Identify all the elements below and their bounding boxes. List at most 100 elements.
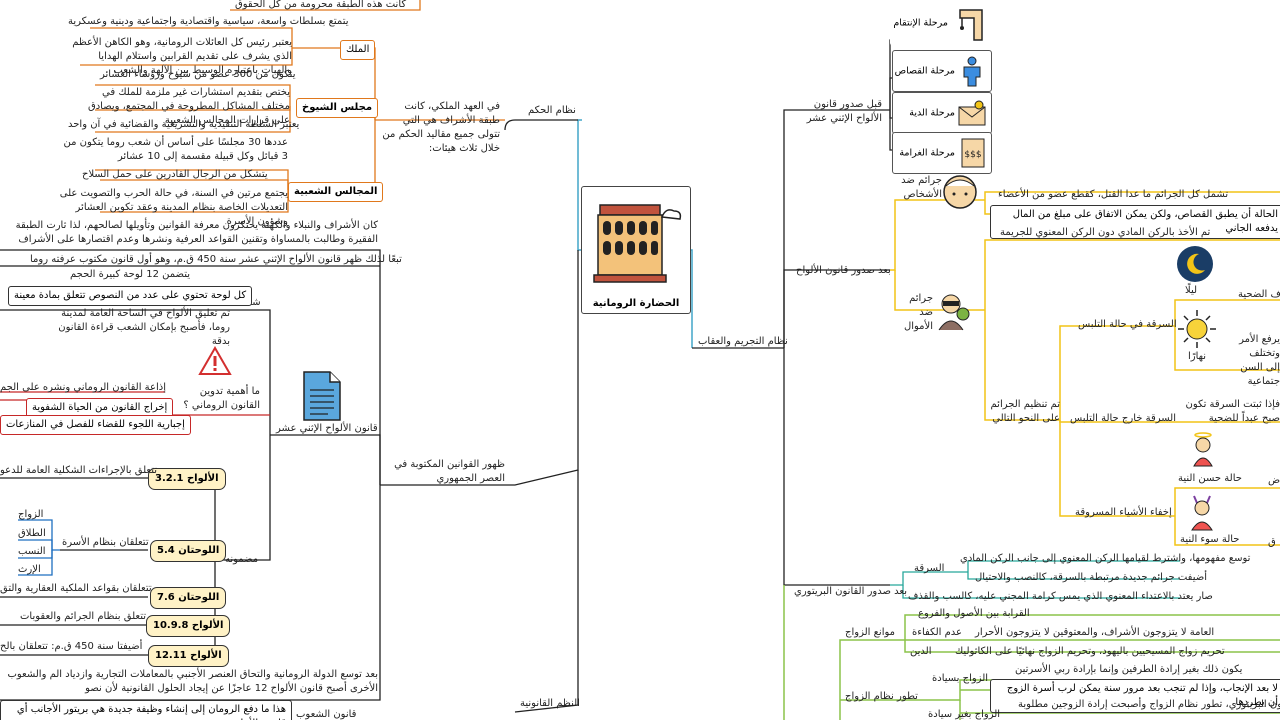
persons-item-1: تشمل كل الجرائم ما عدا القتل، كقطع عضو م… [998,189,1229,200]
persons-item-2: الحالة أن يطبق القصاص، ولكن يمكن الاتفاق… [990,205,1280,239]
king-item-1: يتمتع بسلطات واسعة، سياسية واقتصادية واج… [68,16,349,27]
day-note: يرفع الأمر وتختلف إلى السن جتماعية [1239,334,1280,387]
hidden-node[interactable]: إخفاء الأشياء المسروقة [1075,507,1172,518]
stage-revenge[interactable]: مرحلة الإنتقام [890,0,990,46]
praetor-theft-1: توسع مفهومها، واشترط لقيامها الركن المعن… [960,553,1251,564]
councils-node[interactable]: المجالس الشعبية [288,182,384,202]
bill-icon: $$$ [961,138,985,168]
stage-retribution-label: مرحلة القصاص [894,65,955,77]
family-marriage: الزواج [18,509,44,520]
stage-retribution[interactable]: مرحلة القصاص [892,50,992,92]
branch-crime[interactable]: نظام التجريم والعقاب [698,336,788,347]
senate-item-3: يعتبر السلطة التنفيذية والتشريعية والقضا… [68,119,300,130]
svg-text:$$$: $$$ [964,150,981,160]
content-label[interactable]: مضمونه [225,554,259,565]
marriage-without[interactable]: الزواج بغير سيادة [928,709,1001,720]
money-label[interactable]: جرائم ضد الأموال [903,293,933,332]
stage-revenge-label: مرحلة الإنتقام [893,17,948,29]
importance-item-1: إذاعة القانون الروماني ونشره على الجم [0,382,166,393]
center-title: الحضارة الرومانية [592,298,680,309]
tablet-5-desc: أضيفتا سنة 450 ق.م: تتعلقان بالح [0,641,143,652]
shape-item-3: تم تعليق الألواح في الساحة العامة لمدينة… [58,308,230,347]
nonflagrant-note: فإذا ثبتت السرقة تكون صبح عبداً للضحية [1185,399,1280,424]
stage-fine[interactable]: مرحلة الغرامة $$$ [892,132,992,174]
importance-label[interactable]: ما أهمية تدوين القانون الروماني ؟ [183,386,260,411]
marriage-with-2: لا بعد الإنجاب، وإذا لم تنجب بعد مرور سن… [990,679,1280,713]
shape-item-1: يتضمن 12 لوحة كبيرة الحجم [70,269,191,280]
flagrant-node[interactable]: السرقة في حالة التلبس [1078,319,1177,330]
senate-item-2: يختص بتقديم استشارات غير ملزمة للملك في … [87,87,290,126]
tablet-5[interactable]: الألواح 12.11 [148,645,229,667]
importance-item-3: إجبارية اللجوء للقضاء للفصل في المنازعات [0,415,191,435]
moon-icon [1177,246,1213,282]
tablet-1-desc: تتعلق بالإجراءات الشكلية العامة للدعو [0,465,158,476]
impediment-1: القرابة بين الأصول والفروع [918,608,1030,619]
twelve-tables-node[interactable]: قانون الألواح الإثني عشر [276,423,378,434]
money-material: تم الأخذ بالركن المادي دون الركن المعنوي… [1000,227,1211,238]
legal-note-2: هذا ما دفع الرومان إلى إنشاء وظيفة جديدة… [0,700,292,720]
stage-bloodmoney-label: مرحلة الدية [909,107,955,119]
tablet-3[interactable]: اللوحتان 7.6 [150,587,227,609]
sun-icon [1178,310,1216,348]
devil-icon [1191,495,1213,531]
injured-person-icon [943,175,977,209]
money-organized: تم تنظيم الجرائم على النحو التالي [990,399,1061,424]
good-faith-label: حالة حسن النية [1178,473,1242,484]
gov-top-note: كانت هذه الطبقة محرومة من كل الحقوق [235,0,407,10]
councils-item-2: يتشكل من الرجال القادرين على حمل السلاح [82,169,268,180]
family-divorce: الطلاق [18,528,46,539]
tablet-1[interactable]: الألواح 3.2.1 [148,468,226,490]
impediment-2-key: عدم الكفاءة [912,627,962,638]
people-law-node[interactable]: قانون الشعوب [296,709,357,720]
tablet-4-desc: تتعلق بنظام الجرائم والعقوبات [20,611,147,622]
stage-bloodmoney[interactable]: مرحلة الدية [892,92,992,134]
tablet-3-desc: تتعلقان بقواعد الملكية العقارية والتق [0,583,152,594]
day-label: نهارًا [1188,351,1207,362]
marriage-with-1: يكون ذلك بغير إرادة الطرفين وإنما بإرادة… [1015,664,1243,675]
praetor-theft-node[interactable]: السرقة [914,563,945,574]
king-node[interactable]: الملك [340,40,376,60]
bad-faith-label: حالة سوء النية [1180,534,1240,545]
legal-note-1: بعد توسع الدولة الرومانية والتحاق العنصر… [7,669,378,694]
branch-laws[interactable]: ظهور القوانين المكتوبة في العصر الجمهوري [394,459,505,484]
tablet-4[interactable]: الألواح 10.9.8 [146,615,231,637]
development-node[interactable]: تطور نظام الزواج [845,691,918,702]
tablet-2[interactable]: اللوحتان 5.4 [150,540,227,562]
praetor-label[interactable]: بعد صدور القانون البريتوري [794,586,907,597]
branch-legal[interactable]: النظم القانونية [520,698,580,709]
marriage-without-1: هور القانون البريتوري، تطور نظام الزواج … [1018,699,1280,710]
branch-gov[interactable]: نظام الحكم [528,105,576,116]
impediments-node[interactable]: موانع الزواج [845,627,895,638]
money-envelope-icon [958,100,986,126]
thief-icon [938,294,970,331]
center-node[interactable]: الحضارة الرومانية [581,186,691,314]
family-inheritance: الإرث [18,564,41,575]
family-lineage: النسب [18,546,46,557]
stage-fine-label: مرحلة الغرامة [899,147,955,159]
after-label[interactable]: بعد صدور قانون الألواح [796,265,891,276]
impediment-2-val: العامة لا يتزوجون الأشراف، والمعتوقين لا… [975,627,1215,638]
impediment-3-val: تحريم زواج المسيحيين باليهود، وتحريم الز… [955,646,1225,657]
senate-node[interactable]: مجلس الشيوخ [296,98,379,118]
gov-intro: في العهد الملكي، كانت طبقة الأشراف هي ال… [382,101,500,154]
angel-icon [1193,432,1213,467]
impediment-3-key: الدين [910,646,932,657]
praetor-honor: صار يعتد بالاعتداء المعنوي الذي يمس كرام… [908,591,1213,602]
senate-item-1: يتكون من 300 عضو من شيوخ ورؤساء العشائر [100,69,296,80]
persons-label[interactable]: جرائم ضد الأشخاص [901,175,942,200]
councils-item-1: عددها 30 مجلسًا على أساس أن شعب روما يتك… [63,137,288,162]
colosseum-icon [593,204,682,283]
marriage-with[interactable]: الزواج بسيادة [932,673,989,684]
person-icon [963,56,981,87]
tablet-2-desc: تتعلقان بنظام الأسرة [62,537,149,548]
laws-result: تبعًا لذلك ظهر قانون الألواح الإثني عشر … [30,254,402,265]
laws-context: كان الأشراف والنبلاء والكهنة يحتكرون معر… [15,220,378,245]
document-icon [303,371,341,421]
praetor-theft-2: أضيفت جرائم جديدة مرتبطة بالسرقة، كالنصب… [975,572,1207,583]
before-label[interactable]: قبل صدور قانون الألواح الإثني عشر [806,99,882,124]
nonflagrant-node[interactable]: السرقة خارج حالة التلبس [1070,413,1177,424]
good-faith-note: ض [1268,475,1280,486]
warning-icon [198,346,232,375]
bad-faith-note: ق [1268,537,1276,548]
